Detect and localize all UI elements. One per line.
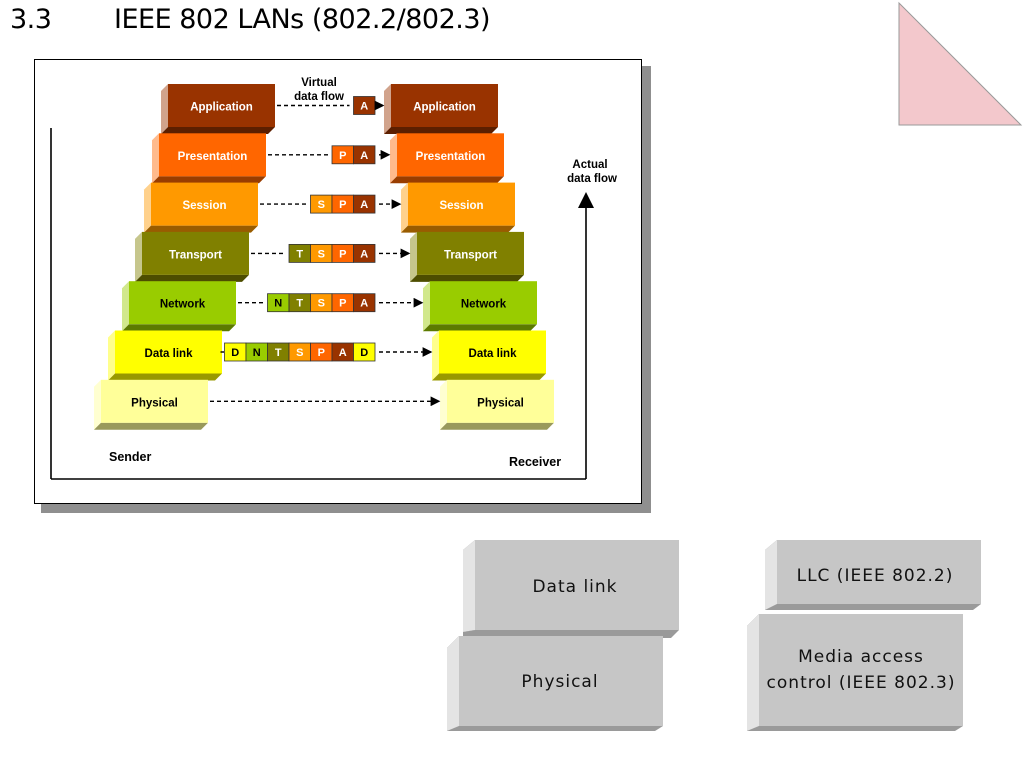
header-segment-label: D — [231, 347, 239, 359]
receiver-label: Receiver — [509, 455, 561, 469]
sender-layer-label: Application — [190, 102, 253, 114]
header-segment-A — [353, 145, 376, 165]
receiver-layer-transport: Transport — [410, 231, 524, 282]
receiver-layer-presentation: Presentation — [390, 133, 504, 184]
sender-layer-transport: Transport — [135, 231, 249, 282]
header-segment-label: A — [360, 150, 368, 162]
header-segment-label: A — [360, 199, 368, 211]
header-segment-A — [353, 194, 376, 214]
receiver-layer-label: Presentation — [416, 151, 486, 163]
header-segment-A — [353, 243, 376, 263]
header-segment-label: D — [360, 347, 368, 359]
sender-layer-label: Physical — [131, 397, 178, 409]
header-segment-label: S — [318, 298, 325, 310]
llc-label: LLC (IEEE 802.2) — [797, 566, 954, 586]
sender-layer-label: Presentation — [178, 151, 248, 163]
sender-layer-label: Session — [182, 200, 226, 212]
sender-layer-application: Application — [161, 84, 275, 134]
slide-number: 3.3 — [10, 4, 52, 35]
receiver-layer-physical: Physical — [440, 379, 554, 430]
header-segment-label: T — [275, 347, 282, 359]
sender-label: Sender — [109, 450, 152, 464]
header-segment-label: S — [296, 347, 303, 359]
corner-decoration — [898, 1, 1023, 126]
receiver-layer-label: Network — [461, 299, 507, 311]
mac-label-line-2: control (IEEE 802.3) — [767, 673, 956, 693]
mac-block: Media access control (IEEE 802.3) — [747, 614, 963, 731]
header-segment-label: P — [339, 199, 346, 211]
header-segment-D — [353, 342, 376, 362]
receiver-layer-label: Data link — [469, 348, 518, 360]
receiver-layer-label: Transport — [444, 249, 497, 261]
header-segment-label: P — [339, 298, 346, 310]
header-segment-label: A — [360, 298, 368, 310]
sender-layer-network: Network — [122, 281, 236, 332]
header-segment-label: T — [296, 248, 303, 260]
osi-data-link-block: Data link — [463, 540, 679, 638]
header-segment-label: P — [339, 248, 346, 260]
header-segment-label: A — [360, 101, 368, 113]
header-segment-label: P — [318, 347, 325, 359]
receiver-layer-network: Network — [423, 281, 537, 332]
sender-layer-session: Session — [144, 182, 258, 233]
header-segment-label: P — [339, 150, 346, 162]
header-segment-label: A — [339, 347, 347, 359]
header-segment-label: A — [360, 248, 368, 260]
virtual-flow-label-2: data flow — [294, 91, 344, 103]
sender-layer-label: Network — [160, 299, 206, 311]
receiver-layer-application: Application — [384, 84, 498, 134]
slide-heading: IEEE 802 LANs (802.2/802.3) — [114, 4, 491, 35]
receiver-layer-data-link: Data link — [432, 330, 546, 381]
osi-physical-label: Physical — [521, 672, 598, 692]
sender-layer-label: Transport — [169, 249, 222, 261]
actual-flow-label-2: data flow — [567, 173, 617, 185]
osi-data-link-label: Data link — [532, 577, 617, 597]
receiver-layer-label: Session — [439, 200, 483, 212]
virtual-flow-label-1: Virtual — [301, 77, 337, 89]
sender-layer-physical: Physical — [94, 379, 208, 430]
header-segment-label: N — [274, 298, 282, 310]
sender-layer-presentation: Presentation — [152, 133, 266, 184]
header-segment-A — [353, 293, 376, 313]
header-segment-label: S — [318, 199, 325, 211]
sender-layer-data-link: Data link — [108, 330, 222, 381]
receiver-layer-label: Physical — [477, 397, 524, 409]
osi-physical-block: Physical — [447, 636, 663, 731]
header-segment-label: S — [318, 248, 325, 260]
llc-block: LLC (IEEE 802.2) — [765, 540, 981, 610]
header-segment-label: T — [296, 298, 303, 310]
header-segment-label: N — [253, 347, 261, 359]
mac-label-line-1: Media access — [798, 647, 924, 667]
receiver-layer-label: Application — [413, 102, 476, 114]
pdu-application: A — [277, 96, 385, 115]
receiver-layer-session: Session — [401, 182, 515, 233]
sender-layer-label: Data link — [145, 348, 194, 360]
actual-flow-label-1: Actual — [572, 159, 607, 171]
